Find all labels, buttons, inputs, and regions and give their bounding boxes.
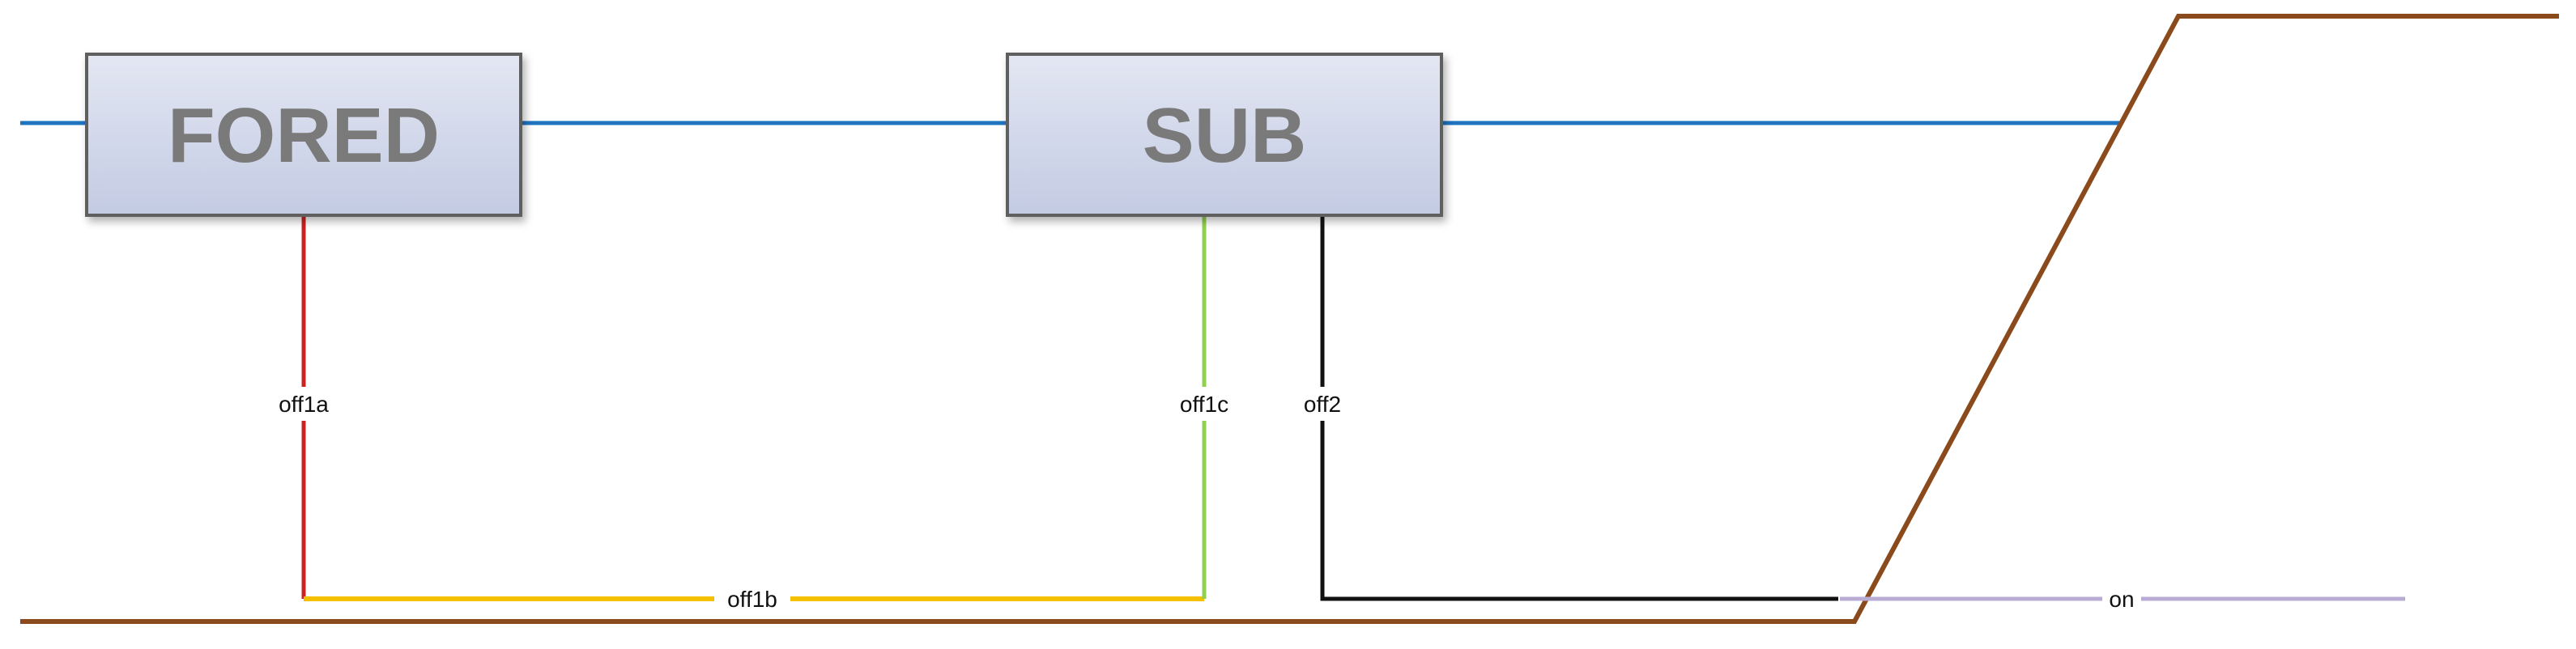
off1c-label-group: off1c [1166, 387, 1242, 421]
on-label: on [2109, 587, 2134, 612]
ramp-line [20, 14, 2559, 624]
off2-label-group: off2 [1292, 387, 1352, 421]
sub-box[interactable]: SUB [1006, 53, 1443, 217]
off1c-label: off1c [1180, 392, 1228, 417]
fored-box[interactable]: FORED [85, 53, 522, 217]
off1a-label: off1a [279, 392, 329, 417]
off2-connector [1320, 215, 1838, 601]
off1b-label: off1b [727, 587, 777, 612]
off2-label: off2 [1304, 392, 1341, 417]
fored-box-label: FORED [168, 92, 440, 179]
on-label-group: on [2102, 583, 2141, 615]
off1a-label-group: off1a [266, 387, 342, 421]
off1b-label-group: off1b [714, 583, 790, 615]
sub-box-label: SUB [1143, 92, 1307, 179]
